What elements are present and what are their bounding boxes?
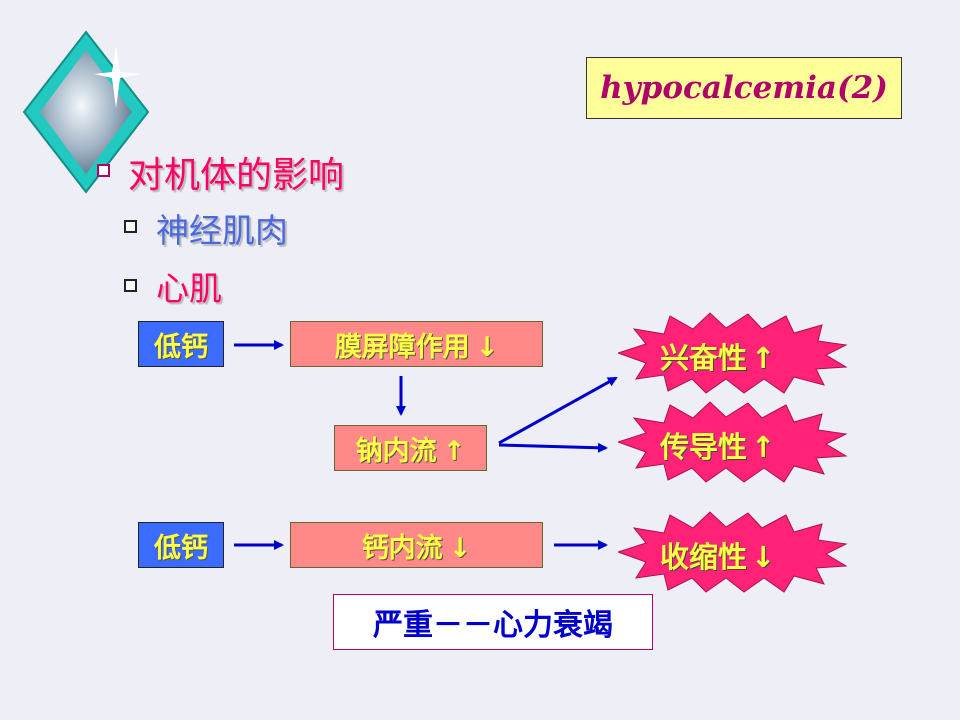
sodium-influx-box: 钠内流↑ bbox=[334, 425, 487, 471]
conclusion-text: 严重－－心力衰竭 bbox=[373, 608, 613, 643]
up-arrow-icon: ↑ bbox=[751, 341, 776, 375]
membrane-barrier-label: 膜屏障作用↓ bbox=[334, 331, 499, 363]
title-box: hypocalcemia(2) bbox=[586, 57, 902, 119]
excitability-label: 兴奋性↑ bbox=[660, 341, 776, 375]
arrow-sodium-to-conductivity bbox=[498, 442, 608, 453]
membrane-barrier-box: 膜屏障作用↓ bbox=[290, 321, 543, 367]
diamond-logo bbox=[22, 30, 150, 194]
conductivity-label: 传导性↑ bbox=[660, 430, 776, 464]
conclusion-box: 严重－－心力衰竭 bbox=[333, 594, 653, 650]
heading-bullet-icon bbox=[97, 164, 110, 177]
subitem-nerve-muscle: 神经肌肉 bbox=[156, 211, 288, 250]
low-calcium-box-2: 低钙 bbox=[138, 522, 224, 568]
up-arrow-icon: ↑ bbox=[442, 435, 466, 467]
down-arrow-icon: ↓ bbox=[475, 331, 499, 363]
subitem-myocardium: 心肌 bbox=[156, 269, 222, 308]
calcium-influx-box: 钙内流↓ bbox=[290, 522, 543, 568]
calcium-influx-label: 钙内流↓ bbox=[361, 532, 472, 564]
starburst-excitability bbox=[618, 312, 848, 394]
slide-title: hypocalcemia(2) bbox=[600, 70, 888, 106]
contractility-label: 收缩性↓ bbox=[660, 540, 776, 574]
subitem-bullet-icon bbox=[124, 220, 137, 233]
low-calcium-box-1: 低钙 bbox=[138, 321, 224, 367]
low-calcium-label-1: 低钙 bbox=[154, 331, 208, 363]
up-arrow-icon: ↑ bbox=[751, 430, 776, 464]
down-arrow-icon: ↓ bbox=[751, 540, 776, 574]
heading: 对机体的影响 bbox=[128, 155, 345, 196]
subitem-bullet-icon bbox=[124, 279, 137, 292]
arrow-sodium-to-excitability bbox=[498, 376, 618, 445]
down-arrow-icon: ↓ bbox=[448, 532, 472, 564]
low-calcium-label-2: 低钙 bbox=[154, 532, 208, 564]
starburst-conductivity bbox=[618, 401, 848, 483]
starburst-contractility bbox=[618, 511, 848, 593]
sodium-influx-label: 钠内流↑ bbox=[355, 435, 466, 467]
